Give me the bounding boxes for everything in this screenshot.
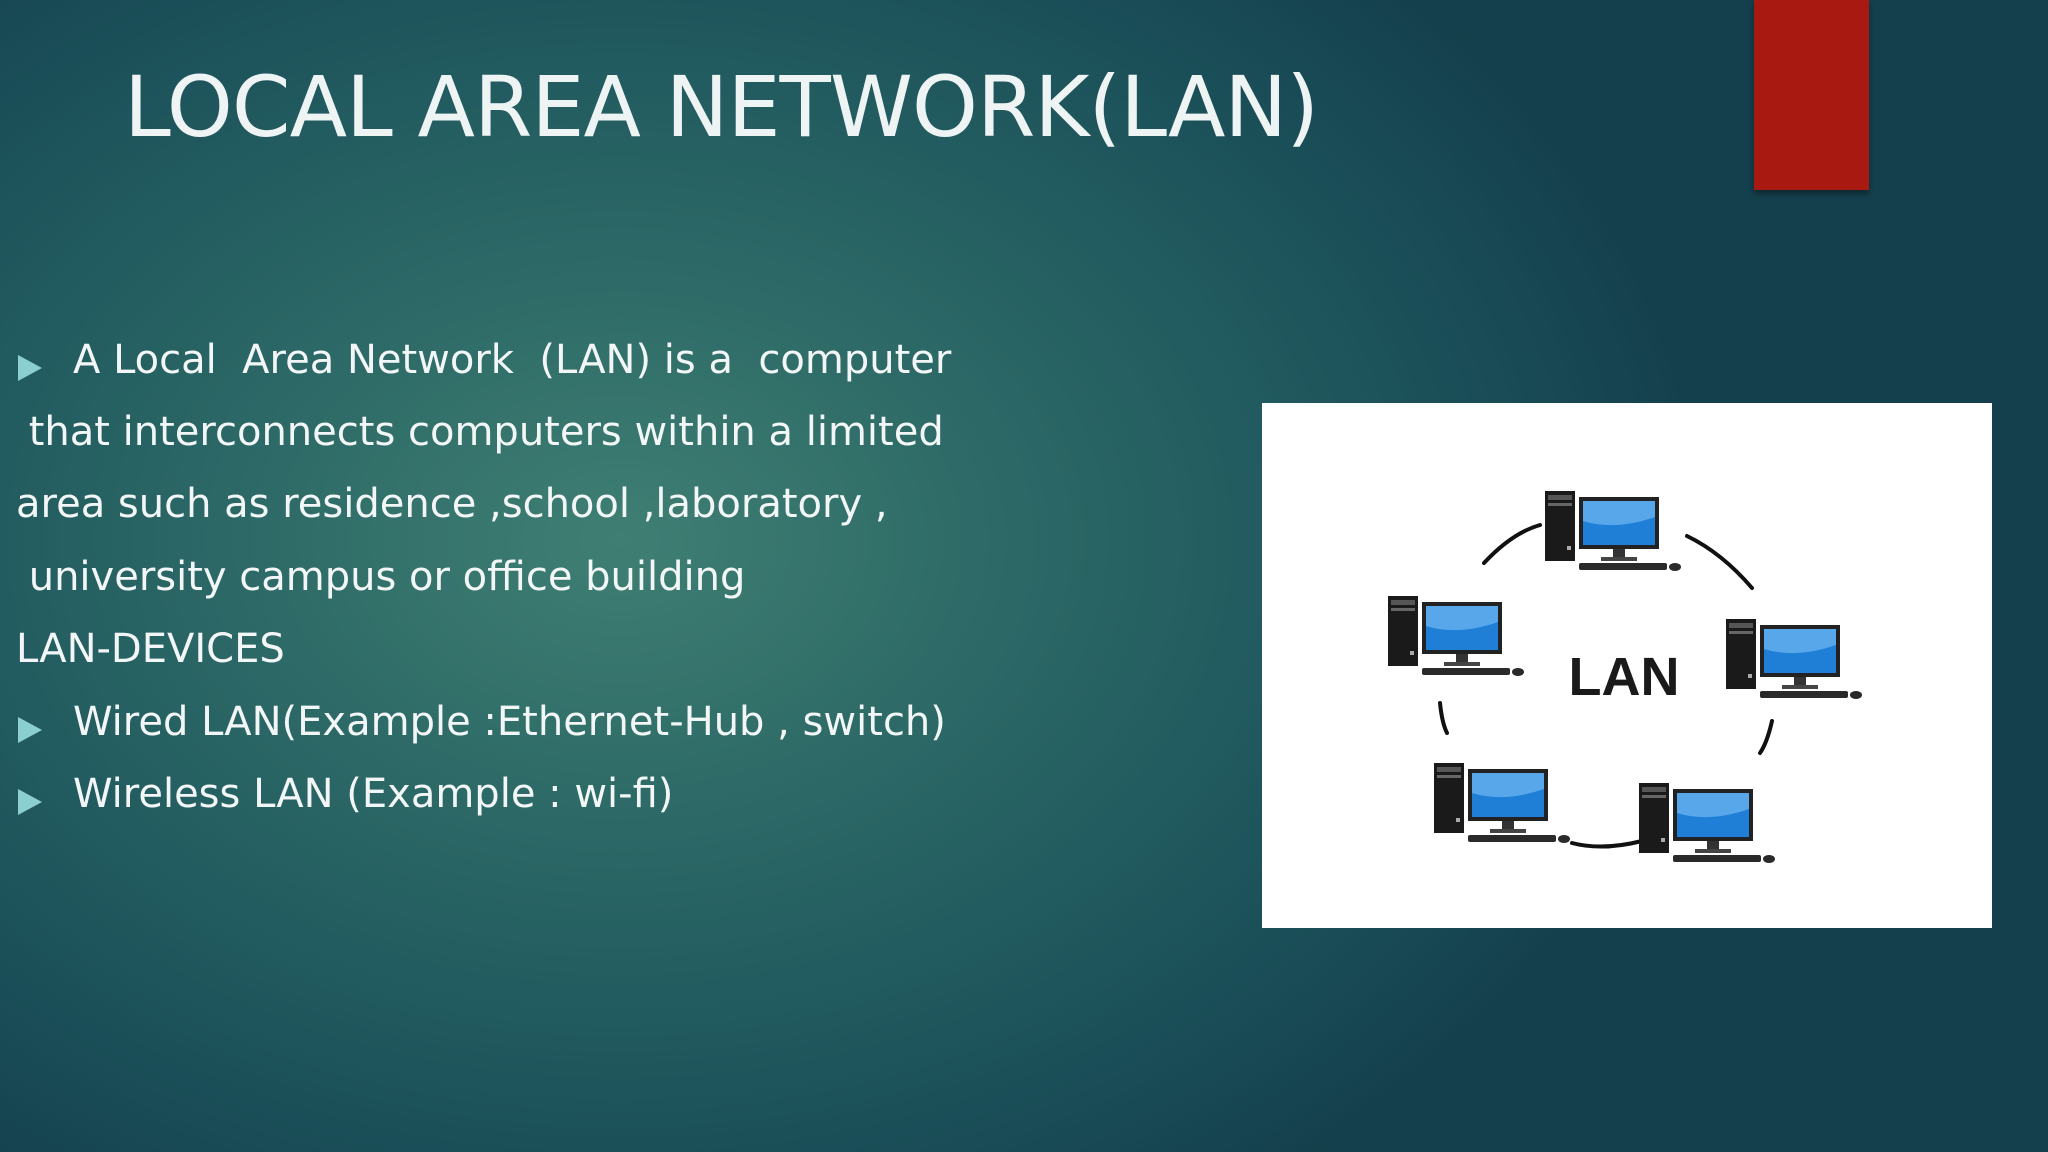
desktop-computer-icon	[1434, 763, 1570, 843]
body-line-wired-lan: Wired LAN(Example :Ethernet-Hub , switch…	[73, 699, 946, 745]
desktop-computer-icon	[1388, 596, 1524, 676]
triangle-bullet-icon	[18, 355, 42, 381]
ring-arc	[1438, 701, 1449, 735]
desktop-computer-icon	[1639, 783, 1775, 863]
body-line-2: that interconnects computers within a li…	[16, 409, 944, 455]
accent-bar	[1754, 0, 1869, 190]
ring-arc	[1758, 719, 1774, 755]
lan-center-label: LAN	[1569, 647, 1680, 707]
body-line-wireless-lan: Wireless LAN (Example : wi-fi)	[73, 771, 674, 817]
body-line-1: A Local Area Network (LAN) is a computer	[73, 337, 952, 383]
slide-title: LOCAL AREA NETWORK(LAN)	[124, 58, 1319, 156]
lan-diagram-svg: LAN	[1388, 491, 1862, 863]
triangle-bullet-icon	[18, 789, 42, 815]
desktop-computer-icon	[1545, 491, 1681, 571]
lan-diagram-image: LAN	[1262, 403, 1992, 928]
triangle-bullet-icon	[18, 717, 42, 743]
body-line-4: university campus or office building	[16, 554, 746, 600]
ring-arc	[1482, 523, 1542, 565]
lan-devices-heading: LAN-DEVICES	[16, 626, 285, 672]
ring-arc	[1685, 534, 1754, 590]
desktop-computer-icon	[1726, 619, 1862, 699]
ring-arc	[1570, 839, 1644, 849]
body-line-3: area such as residence ,school ,laborato…	[16, 481, 888, 527]
